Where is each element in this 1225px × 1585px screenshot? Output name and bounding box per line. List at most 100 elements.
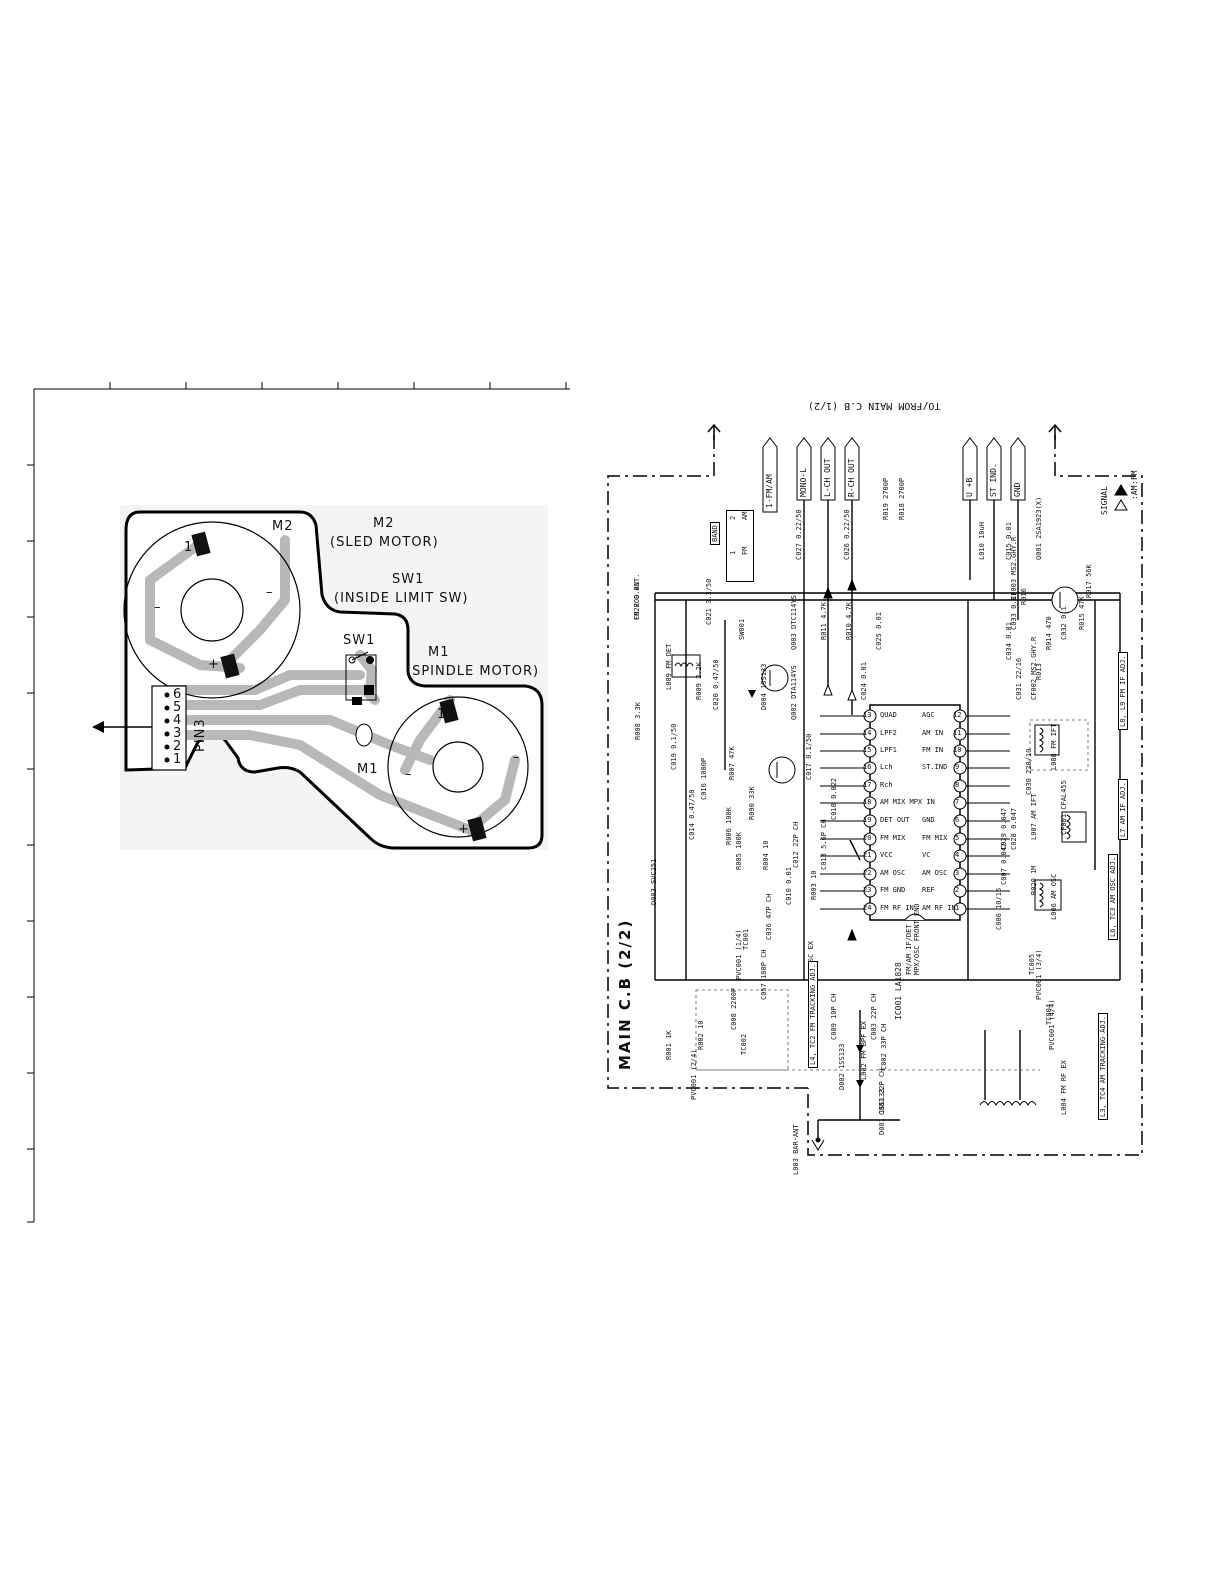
component-label: C007 0.047	[1000, 842, 1008, 885]
ic001-pin-number-8: 8	[955, 781, 960, 789]
ic001-pin-number-3: 3	[955, 869, 960, 877]
ic001-pin-number-5: 5	[955, 834, 960, 842]
ic001-pin-number-1: 1	[955, 904, 960, 912]
ic001-pin-name-17: Rch	[880, 781, 893, 789]
connector-u-plus-b: U +B	[965, 477, 974, 497]
component-label: R001 1K	[665, 1030, 673, 1060]
m1-description: (SPINDLE MOTOR)	[406, 664, 540, 679]
m2-board-label: M2	[272, 519, 294, 534]
component-label: R009 2.2K	[695, 662, 703, 700]
component-label: SW001	[738, 618, 746, 640]
component-label: TC002	[740, 1033, 748, 1055]
ic001-pin-number-21: 21	[863, 851, 872, 859]
m1-terminal-plus: +	[458, 822, 470, 837]
component-label: R003 10	[810, 870, 818, 900]
ic001-pin-number-22: 22	[863, 869, 872, 877]
ic001-pin-number-19: 19	[863, 816, 872, 824]
ic001-pin-number-6: 6	[955, 816, 960, 824]
fm-rod-antenna-symbol	[811, 1137, 825, 1151]
connector-l-ch-out: L-CH OUT	[823, 458, 832, 497]
component-label: R011 4.7K	[820, 602, 828, 640]
component-label: C006 10/16	[995, 887, 1003, 930]
component-label: R017 56K	[1085, 564, 1093, 598]
schematic-frame	[607, 435, 1143, 1156]
component-label: C032 0.1	[1060, 606, 1068, 640]
component-label: CF002 MS2.GHY.R	[1030, 636, 1038, 700]
ic001-pin-number-12: 12	[953, 711, 962, 719]
component-label: C057 180P CH	[760, 949, 768, 1000]
sw1-label: SW1	[392, 572, 425, 587]
coils	[671, 654, 1087, 1107]
component-label: C025 0.01	[875, 612, 883, 650]
ic001-pin-leads	[820, 715, 1010, 910]
component-label: D002 1SS133	[838, 1043, 846, 1090]
signal-legend-am: :AM	[1130, 485, 1139, 500]
ic001-pin-number-7: 7	[955, 798, 960, 806]
pin-6-label: 6	[173, 687, 183, 702]
connector-fm-am: 1-FM/AM	[765, 474, 774, 508]
adjustment-note: L6, TC3 AM OSC ADJ.	[1108, 853, 1118, 940]
component-label: R015 47K	[1078, 596, 1086, 630]
component-label: PVC001 (2/4)	[690, 1049, 698, 1100]
ic001-pin-name-12: AGC	[922, 711, 935, 719]
adjustment-note: L3, TC4 AM TRACKING ADJ.	[1098, 1012, 1108, 1120]
ic001-pin-name-9: ST.IND	[922, 763, 948, 771]
component-label: TC001	[742, 928, 750, 950]
band-2-name: AM	[741, 511, 749, 520]
pin-3-label: 3	[173, 726, 183, 741]
band-table-header: BAND	[710, 522, 720, 545]
band-1-number: 1	[729, 550, 737, 555]
ic001-pin-number-14: 14	[863, 729, 872, 737]
signal-legend-fm: :FM	[1130, 470, 1139, 485]
sw1-board-label: SW1	[343, 633, 376, 648]
component-label: R018 2700P	[898, 477, 906, 520]
component-label: Q001 2SA1923(X)	[1035, 496, 1043, 560]
ic001-pin-number-23: 23	[863, 886, 872, 894]
ic001-pin-number-11: 11	[953, 729, 962, 737]
m1-label: M1	[428, 645, 450, 660]
component-label: D004 1SS133	[760, 663, 768, 710]
ic001-pin-name-5: FM MIX	[922, 834, 948, 842]
ic001-pin-name-15: LPF1	[880, 746, 897, 754]
component-label: C030 220/10	[1025, 748, 1033, 795]
ic001-pin-name-10: FM IN	[922, 746, 944, 754]
signal-arrows	[823, 484, 1128, 941]
component-label: FM ROD ANT.	[633, 573, 641, 620]
connector-st-ind: ST IND.	[989, 463, 998, 497]
component-label: Q002 DTA114YS	[790, 665, 798, 720]
component-label: C016 1000P	[700, 757, 708, 800]
schematic-top-arrows	[707, 423, 1062, 440]
component-label: L002 FM BPF EX	[860, 1020, 868, 1080]
component-label: PVC001 (1/4)	[735, 929, 743, 980]
ic001-pin-number-16: 16	[863, 763, 872, 771]
adjustment-note: L7 AM IF ADJ.	[1118, 779, 1128, 840]
component-label: CF003 MS2.GHY.R	[1010, 536, 1018, 600]
m2-description: (SLED MOTOR)	[330, 535, 439, 550]
component-label: L008 FM IFT	[1050, 723, 1058, 770]
component-label: C019 0.1/50	[670, 723, 678, 770]
component-label: C012 22P CH	[792, 821, 800, 868]
ic001-pin-name-1: AM RF IN	[922, 904, 956, 912]
connector-mono-l: MONO-L	[799, 468, 808, 497]
component-label: R016	[1020, 588, 1028, 605]
pin-1-label: 1	[173, 752, 183, 767]
transistor-q001	[1051, 586, 1079, 614]
component-label: R007 47K	[728, 746, 736, 780]
component-label: C010 0.01	[785, 867, 793, 905]
ic001-pin-name-13: QUAD	[880, 711, 897, 719]
component-label: C018 0.022	[830, 777, 838, 820]
diodes	[748, 690, 864, 1088]
component-label: R010 4.7K	[845, 602, 853, 640]
adjustment-note: L4, TC2 FM TRACKING ADJ.	[808, 960, 818, 1068]
component-label: L006 AM OSC	[1050, 873, 1058, 920]
component-label: R002 10	[697, 1020, 705, 1050]
component-label: C028 0.047	[1010, 807, 1018, 850]
component-label: Q003 DTC114YS	[790, 595, 798, 650]
component-label: R004 10	[762, 840, 770, 870]
motor-board	[92, 505, 548, 850]
component-label: C017 0.1/50	[805, 733, 813, 780]
component-label: L003 BAR-ANT	[792, 1124, 800, 1175]
ic001-description: FM/AM IF/DET MPX/OSC FRONT END	[905, 903, 921, 975]
ic001-pin-name-14: LPF2	[880, 729, 897, 737]
component-label: C034 0.01	[1005, 622, 1013, 660]
